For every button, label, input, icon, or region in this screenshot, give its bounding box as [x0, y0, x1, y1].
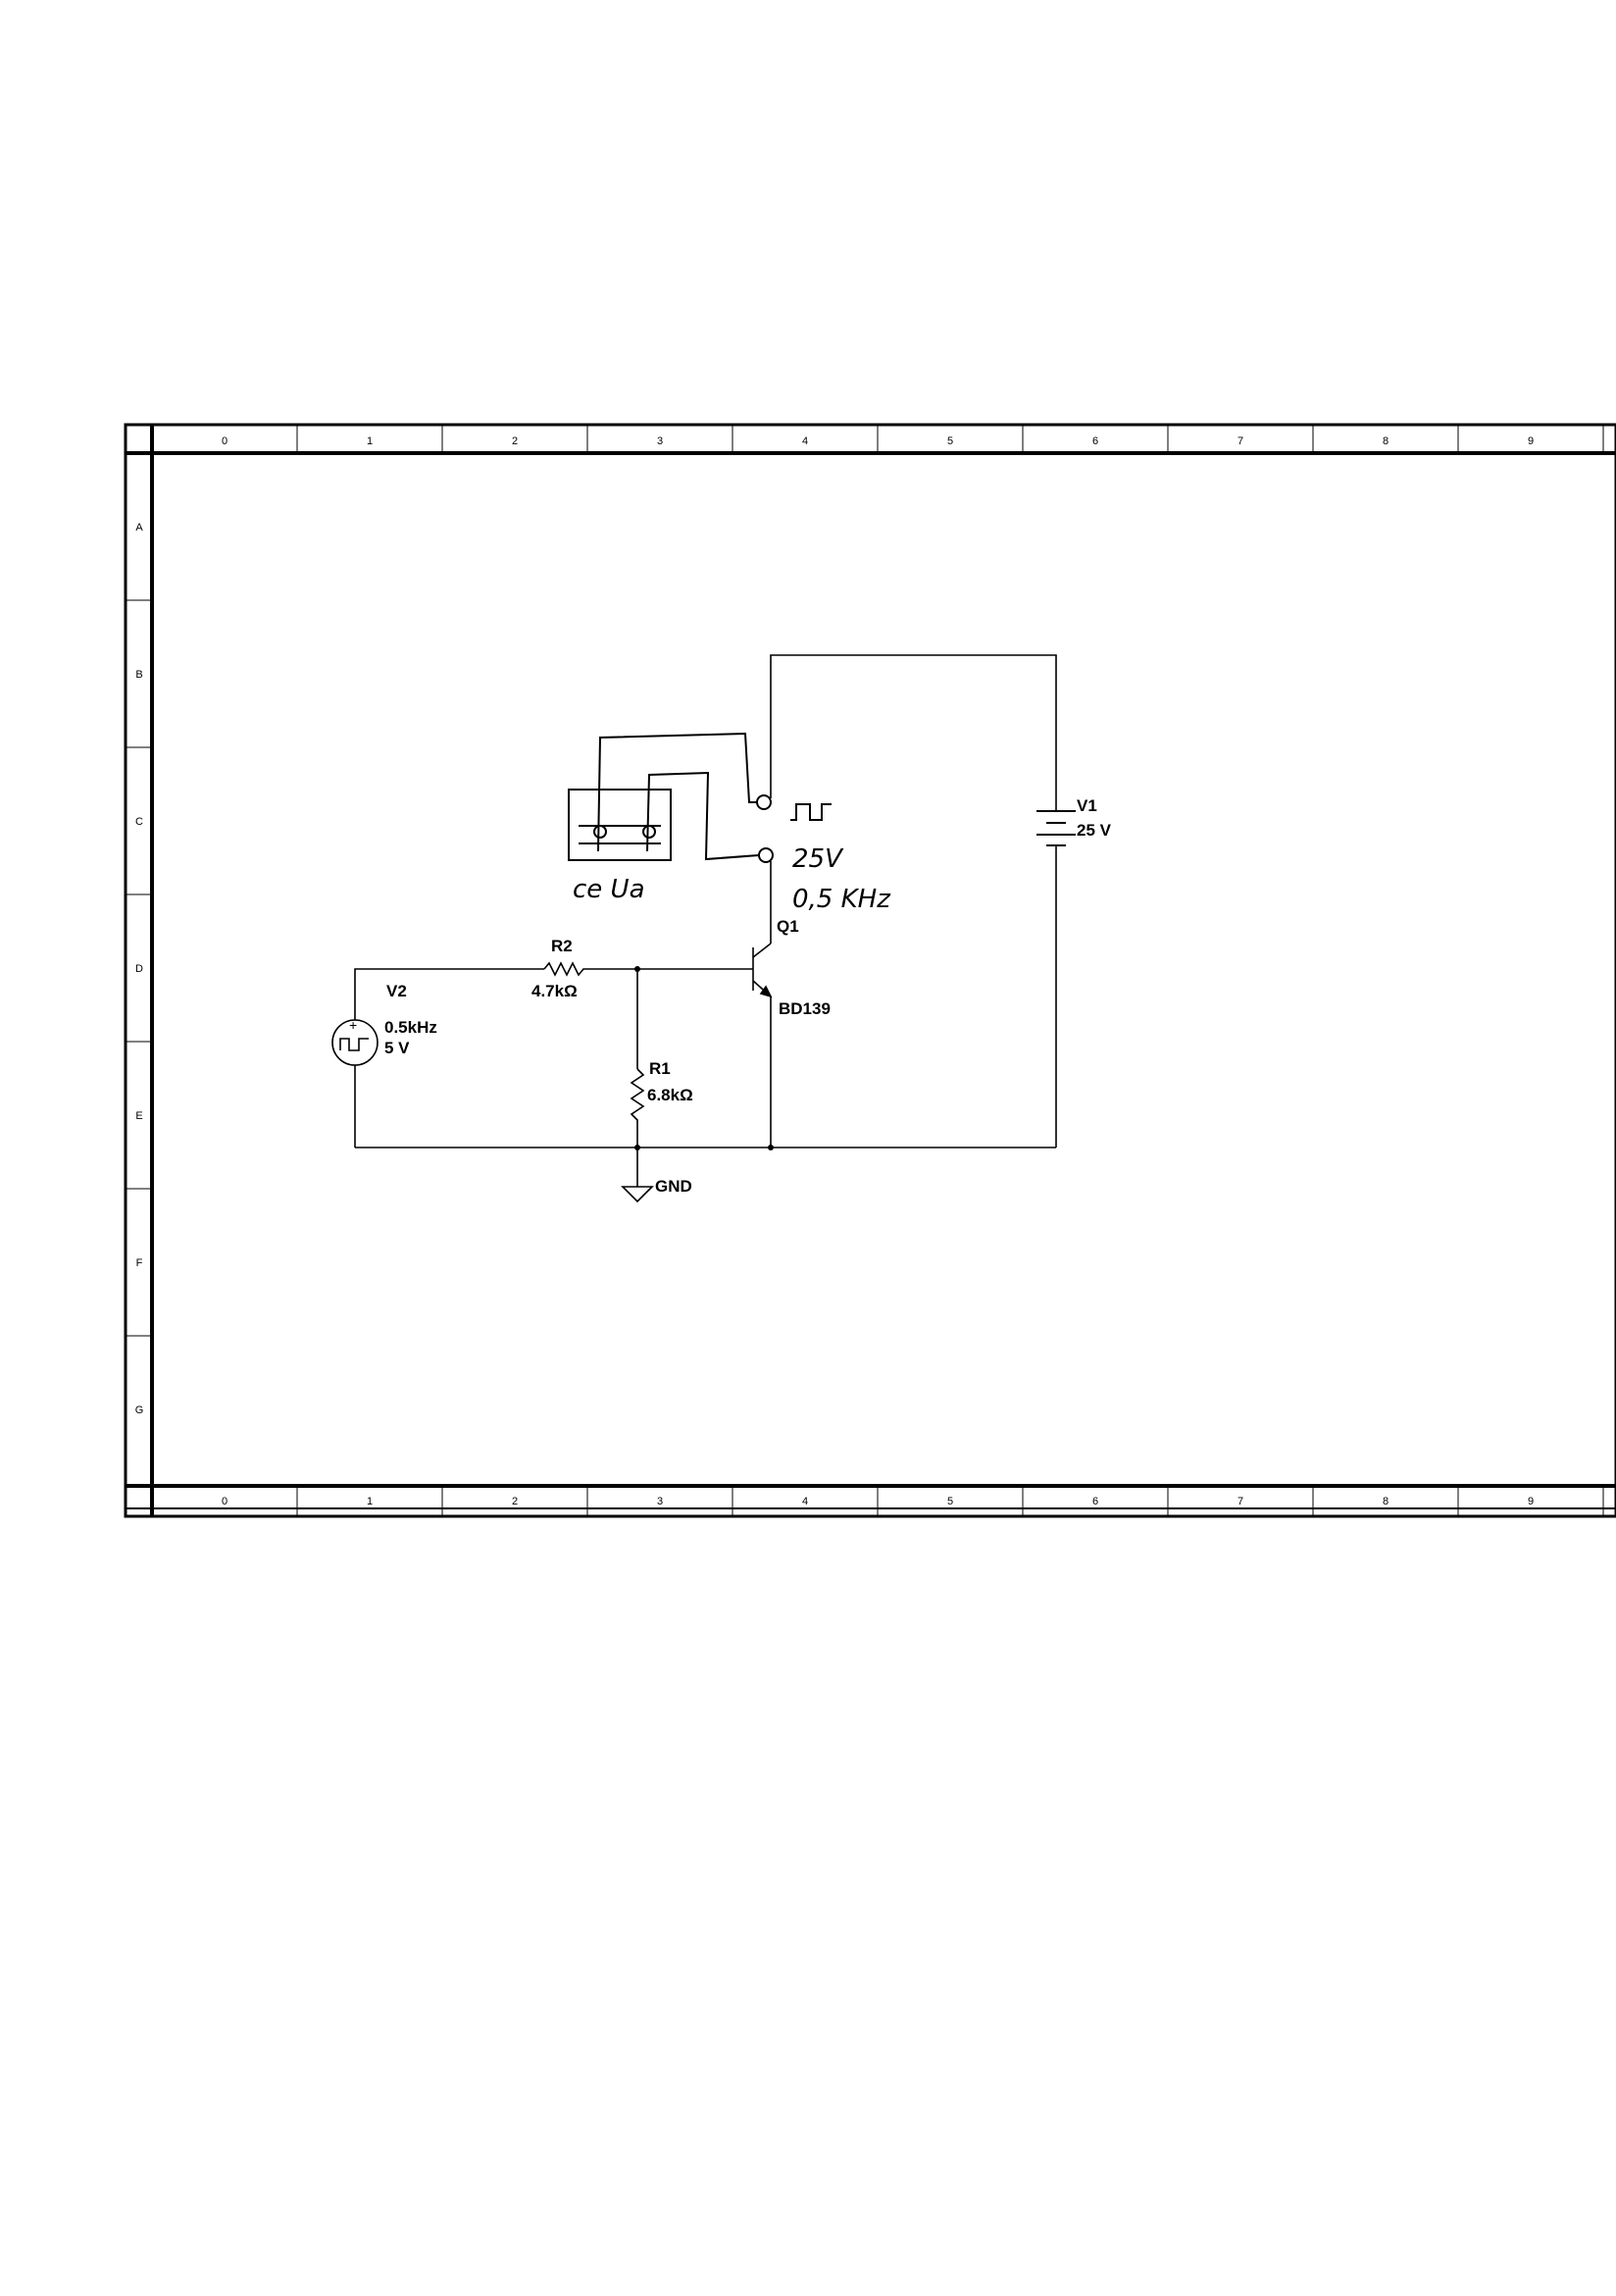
r2-ref-label: R2 [551, 937, 573, 955]
column-label-bottom: 6 [1092, 1496, 1098, 1507]
row-label: E [135, 1110, 142, 1122]
column-labels-top: 0 1 2 3 4 5 6 7 8 9 [222, 435, 1534, 447]
column-label-bottom: 8 [1383, 1496, 1389, 1507]
ground-icon [621, 1186, 654, 1203]
probe-terminal-bottom-icon [758, 847, 774, 863]
sheet-frame [124, 423, 1616, 1518]
row-label: B [135, 669, 142, 681]
square-wave-note-icon [790, 803, 832, 821]
row-labels: A B C D E F G [135, 522, 144, 1416]
column-label-bottom: 4 [802, 1496, 808, 1507]
wire-collector-v1 [770, 654, 1057, 811]
voltage-annotation: 25V [792, 844, 844, 874]
v2-value-label: 5 V [384, 1039, 410, 1057]
column-label-top: 4 [802, 435, 808, 447]
q1-ref-label: Q1 [777, 917, 799, 936]
column-label-bottom: 9 [1528, 1496, 1534, 1507]
column-label-top: 2 [512, 435, 518, 447]
transistor-q1-symbol[interactable] [752, 943, 773, 998]
column-label-bottom: 7 [1237, 1496, 1243, 1507]
column-label-top: 0 [222, 435, 227, 447]
column-label-bottom: 0 [222, 1496, 227, 1507]
column-label-bottom: 2 [512, 1496, 518, 1507]
resistor-r1-symbol[interactable] [630, 1068, 645, 1124]
row-label: G [135, 1404, 144, 1416]
v1-ref-label: V1 [1077, 796, 1097, 815]
column-label-top: 8 [1383, 435, 1389, 447]
ground-label: GND [655, 1177, 692, 1196]
v2-ref-label: V2 [386, 982, 407, 1000]
v2-polarity-label: + [349, 1017, 357, 1033]
v2-freq-label: 0.5kHz [384, 1018, 437, 1037]
row-label: A [135, 522, 143, 534]
column-label-bottom: 5 [947, 1496, 953, 1507]
r1-ref-label: R1 [649, 1059, 671, 1078]
column-label-top: 6 [1092, 435, 1098, 447]
scope-annotation: ce Ua [573, 875, 645, 904]
battery-v1-symbol[interactable] [1036, 810, 1076, 846]
column-label-top: 7 [1237, 435, 1243, 447]
column-label-top: 3 [657, 435, 663, 447]
column-label-top: 1 [367, 435, 373, 447]
v1-value-label: 25 V [1077, 821, 1112, 840]
column-label-top: 9 [1528, 435, 1534, 447]
row-label: C [135, 816, 143, 828]
source-v2-symbol[interactable] [331, 1019, 379, 1066]
probe-terminal-top-icon [756, 794, 772, 810]
wire-v2-top [354, 968, 544, 1020]
column-label-bottom: 1 [367, 1496, 373, 1507]
column-label-top: 5 [947, 435, 953, 447]
row-ticks [126, 599, 152, 1337]
junction-ground-emitter [768, 1145, 774, 1150]
junction-base-node [634, 966, 640, 972]
oscilloscope-sketch-icon [568, 789, 672, 861]
row-label: F [136, 1257, 143, 1269]
r2-value-label: 4.7kΩ [531, 982, 578, 1000]
junctions [634, 966, 774, 1150]
junction-ground-r1 [634, 1145, 640, 1150]
frequency-annotation: 0,5 KHz [792, 885, 891, 914]
probe-connections [597, 732, 774, 863]
column-ticks [296, 425, 1604, 1516]
resistor-r2-symbol[interactable] [543, 961, 588, 977]
column-label-bottom: 3 [657, 1496, 663, 1507]
wires [354, 654, 1057, 1187]
column-labels-bottom: 0 1 2 3 4 5 6 7 8 9 [222, 1496, 1534, 1507]
row-label: D [135, 963, 143, 975]
r1-value-label: 6.8kΩ [647, 1086, 693, 1104]
q1-model-label: BD139 [779, 999, 831, 1018]
